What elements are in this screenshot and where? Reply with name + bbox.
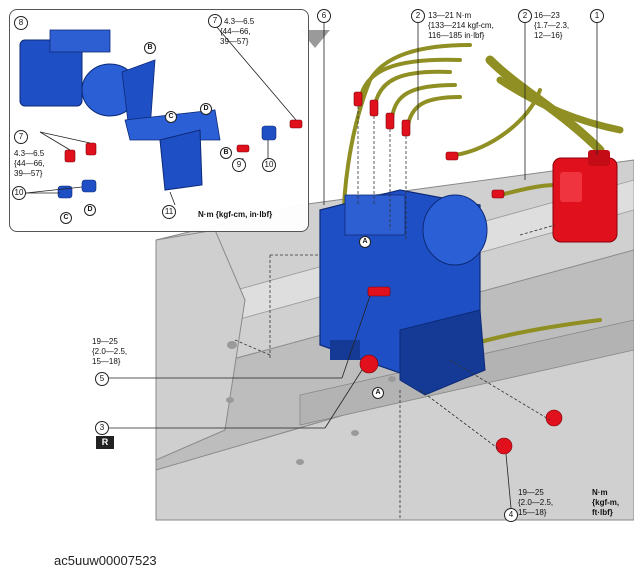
marker-d-bracket: D: [200, 103, 212, 115]
torque-pipe-large-2: {133—214 kgf-cm,: [428, 21, 494, 30]
torque-pipe-small-3: 12—16}: [534, 31, 563, 40]
torque-inset-top-2: {44—66,: [220, 27, 251, 36]
marker-a-top: A: [359, 236, 371, 248]
callout-10-left: 10: [12, 186, 26, 200]
torque-inset-left-3: 39—57}: [14, 169, 43, 178]
torque-pipe-large-3: 116—185 in·lbf}: [428, 31, 485, 40]
torque-bolt-bottom-3: 15—18}: [518, 508, 547, 517]
inset-unit-note: N·m {kgf-cm, in·lbf}: [198, 210, 273, 219]
callout-11: 11: [162, 205, 176, 219]
marker-c-bushing: C: [60, 212, 72, 224]
inset-drawing: [19, 25, 303, 206]
marker-a-bottom: A: [372, 387, 384, 399]
torque-bolt-left-2: {2.0—2.5,: [92, 347, 128, 356]
torque-bolt-bottom-2: {2.0—2.5,: [518, 498, 554, 507]
inset-fasteners: [64, 119, 303, 163]
torque-inset-left-2: {44—66,: [14, 159, 45, 168]
orientation-badge: R: [96, 436, 114, 449]
callout-5: 5: [95, 372, 109, 386]
callout-2-right: 2: [518, 9, 532, 23]
callout-7-left: 7: [14, 130, 28, 144]
leader-lines: [108, 22, 598, 509]
callout-10-right: 10: [262, 158, 276, 172]
callout-3: 3: [95, 421, 109, 435]
figure-code: ac5uuw00007523: [54, 553, 157, 568]
main-unit-note-1: N·m: [592, 488, 608, 497]
callout-6: 6: [317, 9, 331, 23]
marker-c-bracket: C: [165, 111, 177, 123]
inset-bushings: [57, 125, 277, 199]
torque-bolt-left-3: 15—18}: [92, 357, 121, 366]
inset-bracket: [121, 59, 221, 191]
guide-lines: [234, 106, 556, 520]
torque-pipe-small-1: 16—23: [534, 11, 560, 20]
torque-inset-top-1: 4.3—6.5: [224, 17, 255, 26]
main-unit-note-2: {kgf-m,: [592, 498, 620, 507]
inset-detail-panel: 8 7 4.3—6.5 {44—66, 39—57} 7 4.3—6.5 {44…: [9, 9, 309, 232]
fasteners-main: [353, 91, 563, 455]
callout-2-left: 2: [411, 9, 425, 23]
callout-4: 4: [504, 508, 518, 522]
callout-7-top: 7: [208, 14, 222, 28]
torque-pipe-small-2: {1.7—2.3,: [534, 21, 570, 30]
callout-9: 9: [232, 158, 246, 172]
torque-bolt-left-1: 19—25: [92, 337, 118, 346]
brake-pipes: [337, 43, 624, 372]
inset-leaders: [25, 25, 297, 206]
brake-booster-unit: [552, 150, 618, 243]
marker-b-top: B: [144, 42, 156, 54]
marker-d-bushing: D: [84, 204, 96, 216]
callout-1: 1: [590, 9, 604, 23]
torque-inset-left-1: 4.3—6.5: [14, 149, 45, 158]
callout-8: 8: [14, 16, 28, 30]
marker-b-right: B: [220, 147, 232, 159]
torque-pipe-large-1: 13—21 N·m: [428, 11, 472, 20]
torque-bolt-bottom-1: 19—25: [518, 488, 544, 497]
main-unit-note-3: ft·lbf}: [592, 508, 613, 517]
torque-inset-top-3: 39—57}: [220, 37, 249, 46]
inset-hcu: [19, 29, 139, 117]
